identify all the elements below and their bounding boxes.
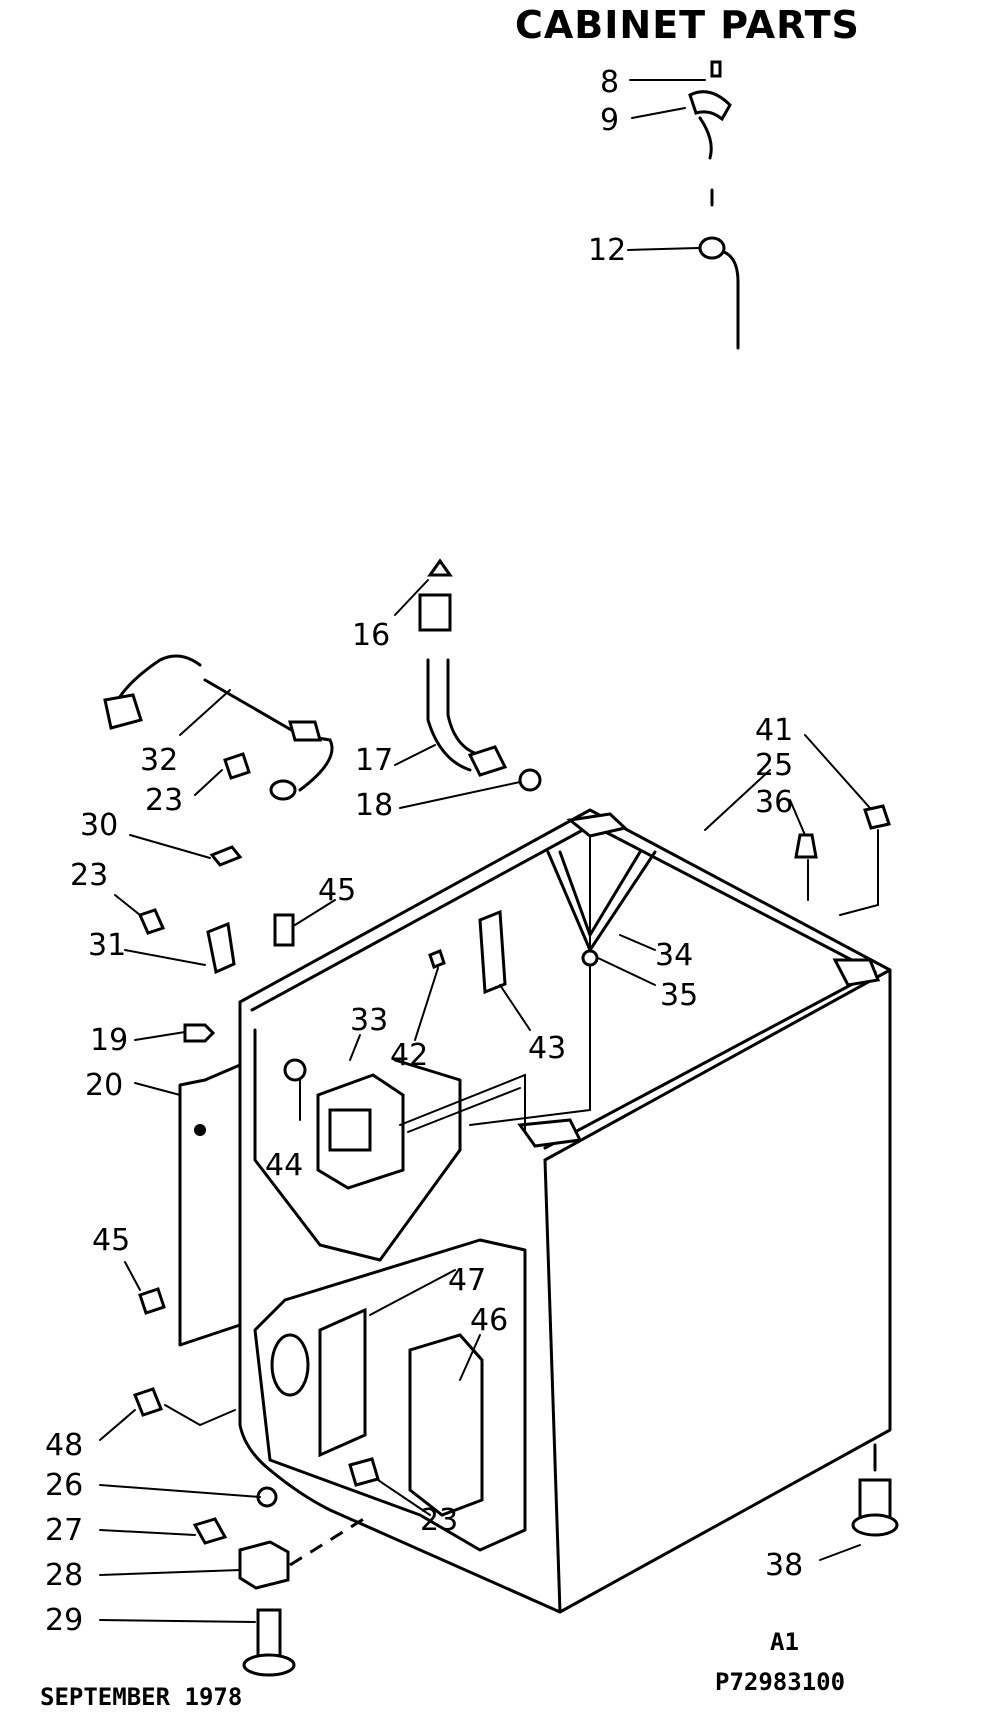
part-23-screw-cord: [223, 752, 251, 780]
callout-48: 48: [45, 1428, 83, 1463]
left-side-parts: [137, 845, 295, 1347]
corner-bracket-front: [517, 1118, 583, 1148]
diagram-title: CABINET PARTS: [515, 3, 860, 47]
part-23-screw-lower: [348, 1457, 380, 1487]
part-9-clip-arm: [698, 116, 713, 160]
callout-32: 32: [140, 743, 178, 778]
part-32-plug: [103, 693, 143, 730]
callout-45-left: 45: [92, 1223, 130, 1258]
part-17-coupling: [467, 745, 508, 777]
callout-30: 30: [80, 808, 118, 843]
cabinet-body: [238, 804, 892, 1614]
part-9-clip: [688, 90, 732, 122]
callout-26: 26: [45, 1468, 83, 1503]
part-35-spring: [581, 949, 599, 967]
part-12-rod: [722, 250, 740, 350]
callout-18: 18: [355, 788, 393, 823]
callout-45-top: 45: [318, 873, 356, 908]
part-16-cap: [427, 558, 453, 577]
callouts: 8 9 12 16 17 18 32 23 30 23 45 31 19 20 …: [45, 65, 803, 1638]
callout-31: 31: [88, 928, 126, 963]
top-assembly: [627, 60, 740, 350]
callout-23-top: 23: [145, 783, 183, 818]
callout-35: 35: [660, 978, 698, 1013]
part-29-leveling-leg: [256, 1608, 282, 1662]
callout-28: 28: [45, 1558, 83, 1593]
callout-27: 27: [45, 1513, 83, 1548]
callout-44: 44: [265, 1148, 303, 1183]
callout-12: 12: [588, 233, 626, 268]
callout-9: 9: [600, 103, 619, 138]
part-18-nut: [518, 768, 542, 792]
footer-revision: A1: [770, 1628, 799, 1656]
part-45-screw-top: [273, 913, 295, 947]
hose-and-cord: [103, 558, 542, 801]
corner-bracket-top: [566, 812, 629, 838]
control-panel-lower: [253, 1238, 527, 1552]
callout-36: 36: [755, 785, 793, 820]
part-43-bracket: [478, 909, 507, 995]
part-36-grommet: [794, 833, 818, 859]
cabinet-left-edge: [238, 1000, 272, 1472]
part-12-grommet: [698, 236, 726, 260]
corner-bracket-right: [832, 958, 881, 987]
part-19-screw: [183, 1023, 216, 1043]
part-46-timer: [408, 1333, 484, 1517]
callout-34: 34: [655, 938, 693, 973]
callout-25: 25: [755, 748, 793, 783]
upper-panel-cutout: [253, 1028, 462, 1262]
part-44-screw: [283, 1058, 307, 1082]
cabinet-bottom-edge: [268, 1468, 562, 1614]
callout-46: 46: [470, 1303, 508, 1338]
callout-23-left: 23: [70, 858, 108, 893]
footer-date: SEPTEMBER 1978: [40, 1683, 242, 1711]
cabinet-front-face: [543, 968, 892, 1614]
part-47-plate: [318, 1307, 367, 1458]
callout-8: 8: [600, 65, 619, 100]
callout-29: 29: [45, 1603, 83, 1638]
callout-38: 38: [765, 1548, 803, 1583]
part-48-screw: [133, 1387, 163, 1417]
callout-19: 19: [90, 1023, 128, 1058]
callout-43: 43: [528, 1031, 566, 1066]
part-8-screw: [710, 60, 722, 78]
part-30-clip: [209, 845, 243, 867]
part-42-screw: [428, 949, 446, 969]
part-20-panel: [178, 1063, 242, 1347]
part-27-bolt: [192, 1517, 228, 1545]
control-panel-upper: [253, 909, 526, 1262]
part-28-foot-bracket: [238, 1540, 290, 1590]
part-31-hinge: [206, 921, 236, 975]
bottom-left-parts: [133, 1387, 371, 1677]
callout-33: 33: [350, 1003, 388, 1038]
part-23-screw-left: [137, 908, 166, 935]
footer-part-number: P72983100: [715, 1668, 845, 1696]
lower-panel-cutout: [253, 1238, 527, 1552]
part-41-clip: [863, 804, 891, 830]
leader-lines: [99, 579, 871, 1623]
callout-41: 41: [755, 713, 793, 748]
callout-17: 17: [355, 743, 393, 778]
cabinet-top-rim: [238, 808, 892, 1162]
part-17-hose: [426, 658, 472, 772]
part-32-strain-relief: [288, 720, 322, 742]
part-38-foot: [851, 1443, 899, 1537]
part-45-screw-left: [138, 1287, 166, 1315]
callout-16: 16: [352, 618, 390, 653]
callout-42: 42: [390, 1038, 428, 1073]
part-16-fitting: [418, 593, 452, 632]
callout-47: 47: [448, 1263, 486, 1298]
callout-20: 20: [85, 1068, 123, 1103]
callout-23-lower: 23: [420, 1503, 458, 1538]
